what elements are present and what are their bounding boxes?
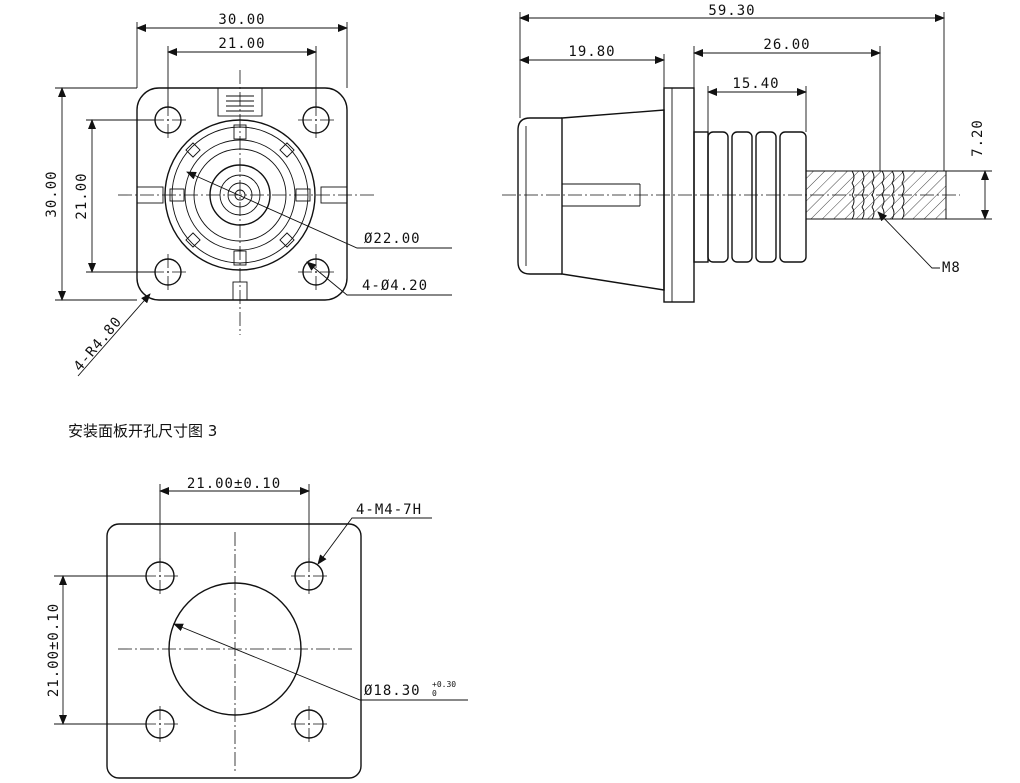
dim-width-overall: 30.00 bbox=[218, 12, 265, 28]
dim-threads: 4-M4-7H bbox=[356, 502, 422, 518]
dim-corner-radius: 4-R4.80 bbox=[71, 314, 126, 375]
dim-height-overall: 30.00 bbox=[44, 170, 60, 217]
dim-diameter-body: Ø22.00 bbox=[364, 231, 421, 247]
dim-width-holes: 21.00 bbox=[218, 36, 265, 52]
dim-cutout-horizontal: 21.00±0.10 bbox=[187, 476, 281, 492]
panel-outline bbox=[106, 523, 362, 779]
front-cap bbox=[517, 117, 562, 275]
cooling-fins bbox=[707, 131, 807, 263]
thread-label: M8 bbox=[942, 260, 961, 276]
dim-stud: 7.20 bbox=[970, 119, 986, 157]
dim-hole-tol-upper: +0.30 bbox=[432, 680, 456, 689]
front-view: 30.00 21.00 30.00 21.00 Ø22.00 4-Ø4.20 4… bbox=[44, 12, 452, 377]
side-view: 59.30 19.80 26.00 15.40 7.20 M8 bbox=[502, 3, 992, 303]
cutout-caption: 安装面板开孔尺寸图 3 bbox=[68, 422, 217, 440]
dim-height-holes: 21.00 bbox=[74, 172, 90, 219]
main-body bbox=[561, 109, 665, 291]
dim-hole-tol-lower: 0 bbox=[432, 689, 437, 698]
dim-length-overall: 59.30 bbox=[708, 3, 755, 19]
dim-cutout-vertical: 21.00±0.10 bbox=[46, 603, 62, 697]
dim-rear: 26.00 bbox=[763, 37, 810, 53]
dim-holes: 4-Ø4.20 bbox=[362, 278, 428, 294]
dim-front: 19.80 bbox=[568, 44, 615, 60]
dim-hole: Ø18.30 bbox=[364, 683, 421, 699]
dim-fins: 15.40 bbox=[732, 76, 779, 92]
cutout-view: 21.00±0.10 21.00±0.10 4-M4-7H Ø18.30 +0.… bbox=[46, 476, 468, 779]
